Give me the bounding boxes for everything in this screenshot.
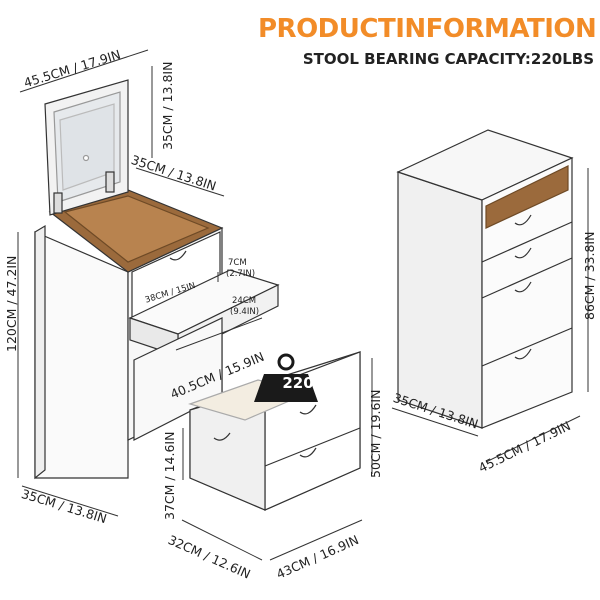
page-title: PRODUCTINFORMATION (258, 14, 597, 44)
vanity-side-panel (34, 231, 129, 479)
dim-vanity-height: 120CM / 47.2IN (4, 255, 19, 352)
dim-cabinet-height: 86CM / 33.8IN (582, 231, 597, 320)
dim-drawer-width: 24CM (232, 296, 257, 306)
weight-badge-label: 220 (282, 374, 314, 392)
cabinet-front (481, 157, 573, 429)
dim-drawer-width-in: (9.4IN) (230, 307, 260, 317)
weight-icon (254, 353, 318, 402)
dimension-lines (17, 49, 589, 561)
dim-stool-height: 50CM / 19.6IN (368, 389, 383, 478)
dim-mirror-height: 35CM / 13.8IN (160, 61, 175, 150)
dim-stool-inner-height: 37CM / 14.6IN (162, 431, 177, 520)
dim-drawer-height: 7CM (228, 258, 247, 268)
page-subtitle: STOOL BEARING CAPACITY:220LBS (302, 50, 594, 68)
cabinet-side (397, 171, 483, 429)
dim-drawer-height-in: (2.7IN) (226, 269, 256, 279)
